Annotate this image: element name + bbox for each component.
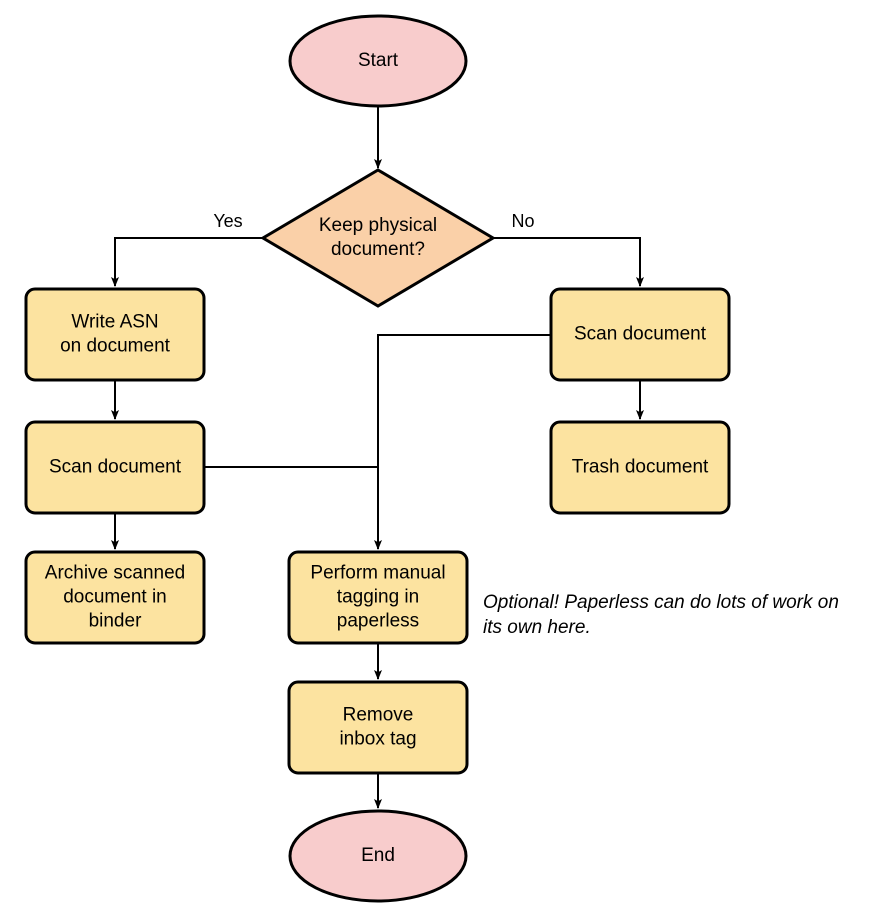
node-label-line: Scan document bbox=[49, 457, 182, 478]
node-label-line: paperless bbox=[337, 611, 419, 632]
node-label-line: Write ASN bbox=[71, 312, 158, 333]
node-scan-document-right[interactable]: Scan document bbox=[549, 287, 731, 382]
node-label: Remove inbox tag bbox=[339, 705, 416, 750]
node-label-line: on document bbox=[60, 336, 171, 357]
node-label: Scan document bbox=[49, 457, 182, 478]
node-end[interactable]: End bbox=[288, 809, 468, 903]
node-label: Perform manual tagging in paperless bbox=[310, 563, 445, 632]
node-remove-inbox-tag[interactable]: Remove inbox tag bbox=[287, 680, 469, 775]
node-label-line: Remove bbox=[343, 705, 414, 726]
node-keep-physical-document[interactable]: Keep physical document? bbox=[260, 168, 496, 308]
node-label: End bbox=[361, 845, 395, 866]
node-perform-manual-tagging-in-paperless[interactable]: Perform manual tagging in paperless bbox=[287, 550, 469, 645]
node-label: Start bbox=[358, 50, 399, 71]
node-label-line: End bbox=[361, 845, 395, 866]
process-shape bbox=[549, 287, 731, 382]
node-label-line: inbox tag bbox=[339, 729, 416, 750]
process-shape bbox=[287, 680, 469, 775]
edge-path bbox=[493, 237, 644, 287]
node-label-line: document in bbox=[63, 587, 167, 608]
annotation-optional-note: Optional! Paperless can do lots of work … bbox=[483, 592, 839, 638]
notes-layer: Optional! Paperless can do lots of work … bbox=[483, 592, 839, 638]
process-shape bbox=[287, 550, 469, 645]
node-scan-document-left[interactable]: Scan document bbox=[24, 420, 206, 515]
node-label-line: Perform manual bbox=[310, 563, 445, 584]
annotation-line: Optional! Paperless can do lots of work … bbox=[483, 592, 839, 613]
node-label-line: Start bbox=[358, 50, 399, 71]
node-label: Archive scanned document in binder bbox=[45, 563, 185, 632]
node-label-line: binder bbox=[89, 611, 142, 632]
node-label-line: Archive scanned bbox=[45, 563, 185, 584]
node-start[interactable]: Start bbox=[288, 14, 468, 108]
annotation-line: its own here. bbox=[483, 617, 591, 638]
node-label-line: document? bbox=[331, 239, 425, 260]
terminator-shape bbox=[288, 14, 468, 108]
node-write-asn-on-document[interactable]: Write ASN on document bbox=[24, 287, 206, 382]
edge-decision-yes-to-write-asn: Yes bbox=[111, 211, 263, 287]
node-label-line: Keep physical bbox=[319, 215, 437, 236]
edge-decision-no-to-scan-right: No bbox=[493, 211, 644, 287]
edge-path bbox=[374, 334, 551, 550]
edge-label-yes: Yes bbox=[213, 211, 242, 231]
process-shape bbox=[549, 420, 731, 515]
edge-label-no: No bbox=[511, 211, 534, 231]
node-label: Scan document bbox=[574, 324, 707, 345]
node-trash-document[interactable]: Trash document bbox=[549, 420, 731, 515]
decision-shape bbox=[260, 168, 496, 308]
edge-scan-right-to-tagging bbox=[374, 334, 551, 550]
node-archive-scanned-document-in-binder[interactable]: Archive scanned document in binder bbox=[24, 550, 206, 645]
node-label-line: Scan document bbox=[574, 324, 707, 345]
node-label-line: tagging in bbox=[337, 587, 419, 608]
process-shape bbox=[24, 287, 206, 382]
edges-layer: Yes No bbox=[111, 106, 644, 809]
edge-path bbox=[111, 237, 263, 287]
terminator-shape bbox=[288, 809, 468, 903]
process-shape bbox=[24, 420, 206, 515]
node-label: Write ASN on document bbox=[60, 312, 171, 357]
node-label: Keep physical document? bbox=[319, 215, 437, 260]
node-label: Trash document bbox=[572, 457, 709, 478]
process-shape bbox=[24, 550, 206, 645]
node-label-line: Trash document bbox=[572, 457, 709, 478]
